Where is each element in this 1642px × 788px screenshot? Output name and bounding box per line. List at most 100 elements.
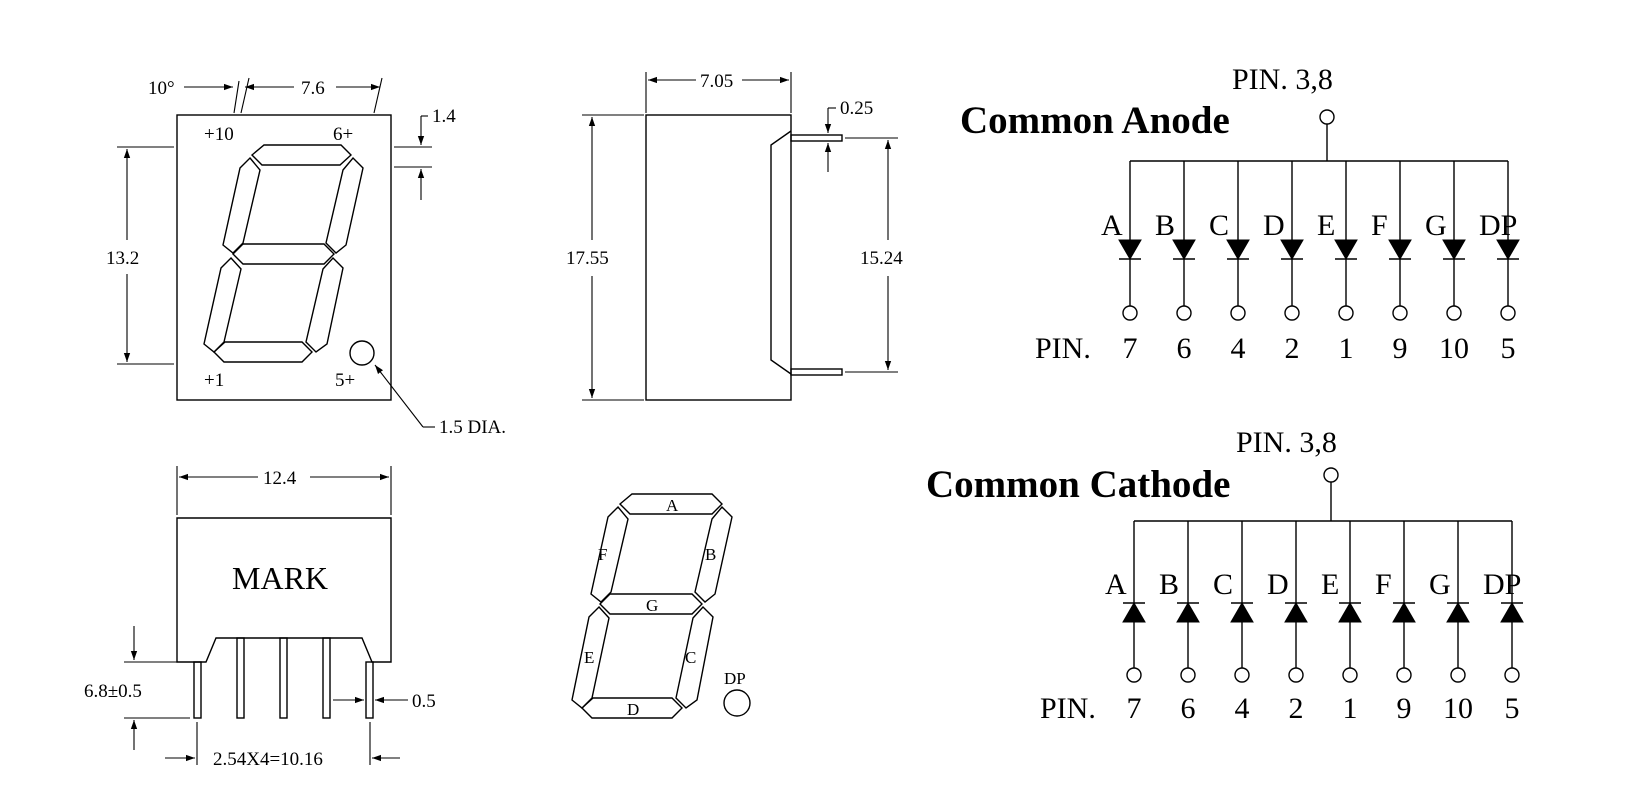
common-cathode-pin-number: 2 [1289,692,1304,725]
common-cathode-branch: G10 [1429,521,1473,725]
bottom-view: MARK 12.4 6.8±0.5 0.5 2.54X4=10.16 [84,466,436,770]
front-view: +10 6+ +1 5+ 10° 7.6 13.2 1.4 1.5 DIA. [106,77,506,438]
common-anode-pin-number: 5 [1501,332,1516,365]
dim-dot-label: 1.5 DIA. [439,417,506,438]
common-anode-branch: G10 [1425,161,1469,365]
common-cathode-pin-number: 9 [1397,692,1412,725]
common-anode-diode-triangle [1172,239,1196,260]
front-dp-dot [349,340,375,366]
dim-bottom-width-label: 12.4 [263,468,297,489]
common-anode-diode-triangle [1226,239,1250,260]
dim-height-label: 13.2 [106,248,139,269]
common-anode-pin-prefix: PIN. [1035,332,1091,365]
pin-label-bottom-right: 5+ [335,370,355,391]
common-cathode-pin-prefix: PIN. [1040,692,1096,725]
common-anode-pin-number: 10 [1439,332,1469,365]
dim-width-label: 7.6 [301,78,325,99]
common-anode-common-pin: PIN. 3,8 [1232,63,1333,96]
common-anode-diode-triangle [1496,239,1520,260]
common-anode-pin-number: 9 [1393,332,1408,365]
dim-pitch-label: 2.54X4=10.16 [213,749,323,770]
segment-b [694,505,733,603]
common-anode-pin-terminal [1122,305,1138,321]
common-cathode-pin-terminal [1342,667,1358,683]
common-anode-diode-triangle [1388,239,1412,260]
side-view-body [645,114,792,401]
common-cathode-pin-terminal [1504,667,1520,683]
bottom-pin [236,637,245,719]
common-cathode-common-terminal [1323,467,1339,483]
segment-label-a: A [666,496,679,515]
dim-angle-slant-1 [233,80,240,114]
front-segment-e [203,256,242,353]
common-cathode-pin-terminal [1450,667,1466,683]
bottom-pin [365,661,374,719]
bottom-pin [279,637,288,719]
common-cathode-title: Common Cathode [926,463,1230,506]
common-cathode-pin-terminal [1180,667,1196,683]
segment-label-f: F [598,545,607,564]
segment-a [618,493,723,515]
common-cathode-pin-terminal [1126,667,1142,683]
segment-e [571,605,610,709]
common-anode-pin-number: 6 [1177,332,1192,365]
side-view-pin-profile [770,130,792,375]
common-anode-segment-label: B [1155,209,1175,242]
common-anode-pin-terminal [1446,305,1462,321]
common-cathode-diode-triangle [1230,602,1254,623]
common-cathode-pin-terminal [1396,667,1412,683]
common-cathode-branch: F9 [1375,521,1416,725]
segment-label-d: D [627,700,639,719]
dim-pin-span-label: 15.24 [860,248,903,269]
common-anode-segment-label: A [1101,209,1123,242]
front-segment-c [305,256,344,353]
common-anode-segment-label: C [1209,209,1229,242]
common-cathode-diode-triangle [1284,602,1308,623]
pin-label-top-left: +10 [204,124,234,145]
pin-label-bottom-left: +1 [204,370,224,391]
common-cathode-segment-label: DP [1483,568,1521,601]
side-view-pin-top [790,134,843,142]
common-anode-diode-triangle [1118,239,1142,260]
common-cathode-pin-terminal [1288,667,1304,683]
segment-c [675,605,714,709]
common-anode-segment-label: D [1263,209,1285,242]
dim-pin-length-label: 6.8±0.5 [84,681,142,702]
common-anode-branch: A7 [1101,161,1142,365]
front-segment-g [232,243,335,265]
common-cathode-pin-number: 1 [1343,692,1358,725]
common-cathode-segment-label: G [1429,568,1451,601]
common-anode-segment-label: F [1371,209,1388,242]
common-anode-segment-label: DP [1479,209,1517,242]
common-anode-pin-number: 1 [1339,332,1354,365]
front-segment-b [325,156,364,254]
bottom-pin [193,661,202,719]
common-anode-branch: DP 5 [1479,161,1520,365]
common-cathode-segment-label: F [1375,568,1392,601]
front-segment-d [212,341,313,363]
common-cathode-pin-number: 6 [1181,692,1196,725]
segment-map: A B C D E F G DP [571,493,751,719]
dim-pin-thickness-label: 0.25 [840,98,873,119]
dim-width-slant [373,77,383,114]
common-cathode-diode-triangle [1122,602,1146,623]
common-anode-diode-triangle [1334,239,1358,260]
common-cathode-branch: B6 [1159,521,1200,725]
common-anode-branch: D2 [1263,161,1304,365]
front-segment-f [222,156,261,254]
common-cathode-branch: E1 [1321,521,1362,725]
common-cathode-diode-triangle [1338,602,1362,623]
segment-dp-dot [723,689,751,717]
bottom-pin [322,637,331,719]
common-anode-segment-label: E [1317,209,1335,242]
front-segment-a [250,144,353,166]
common-anode-diode-triangle [1280,239,1304,260]
segment-g [599,593,703,615]
common-cathode-branch: DP5 [1483,521,1524,725]
common-anode-pin-number: 2 [1285,332,1300,365]
common-cathode-segment-label: C [1213,568,1233,601]
common-cathode-segment-label: A [1105,568,1127,601]
